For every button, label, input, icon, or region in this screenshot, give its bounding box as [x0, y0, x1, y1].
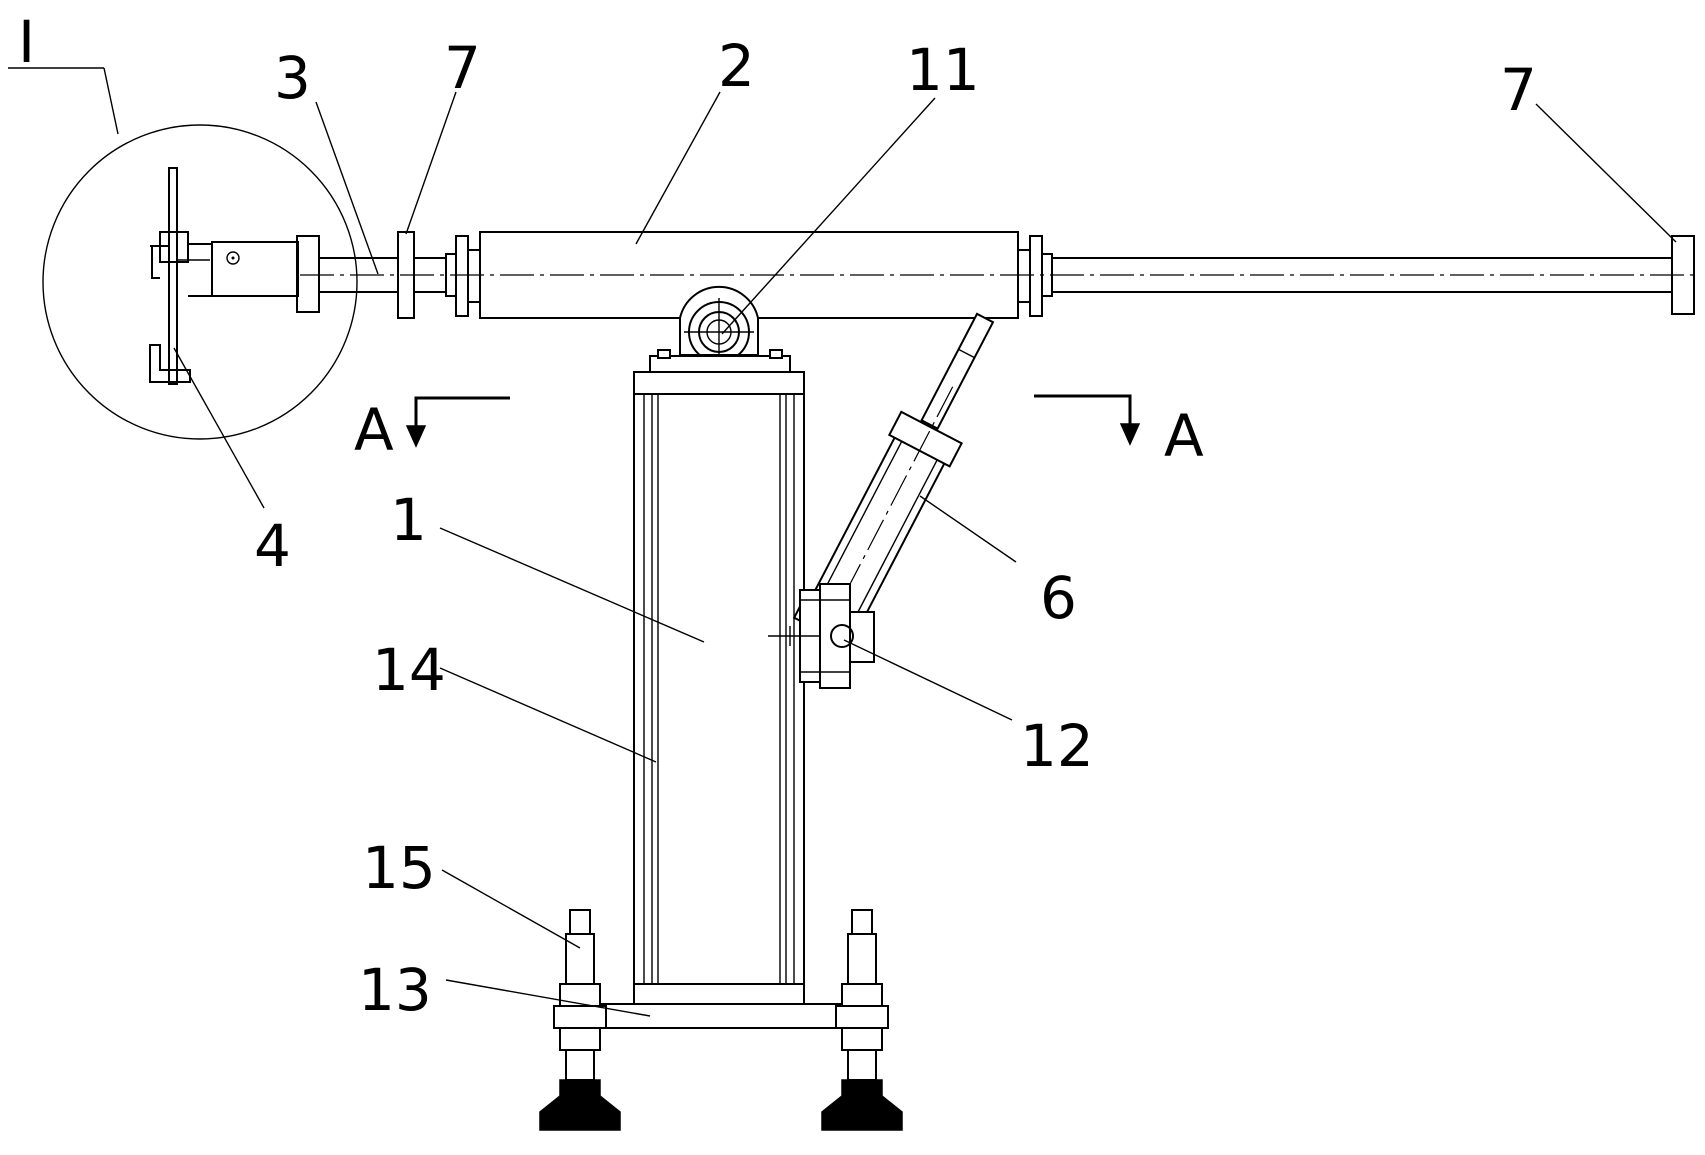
label-detail-i: I — [18, 8, 35, 76]
label-7-left: 7 — [444, 34, 481, 102]
label-13: 13 — [358, 956, 432, 1024]
label-1: 1 — [390, 486, 427, 554]
label-4: 4 — [254, 512, 291, 580]
label-14: 14 — [372, 636, 446, 704]
section-label-left: A — [354, 396, 394, 464]
label-7-right: 7 — [1500, 56, 1537, 124]
vertical-column — [633, 371, 805, 1005]
label-11: 11 — [906, 36, 980, 104]
leader-lines — [8, 67, 1677, 1017]
section-marker-right: A — [1034, 394, 1204, 470]
horizontal-beam-assembly — [300, 231, 1700, 319]
section-marker-left: A — [354, 396, 510, 464]
section-label-right: A — [1164, 402, 1204, 470]
base-and-feet — [539, 909, 903, 1131]
pivot-bearing — [649, 285, 791, 373]
label-15: 15 — [362, 834, 436, 902]
label-3: 3 — [274, 44, 311, 112]
label-12: 12 — [1020, 712, 1094, 780]
part-labels: I 3 7 2 11 7 4 1 6 14 12 15 13 — [18, 8, 1537, 1024]
actuator-cylinder — [768, 312, 995, 689]
detail-circle-i — [42, 124, 358, 440]
label-2: 2 — [718, 32, 755, 100]
label-6: 6 — [1040, 564, 1077, 632]
